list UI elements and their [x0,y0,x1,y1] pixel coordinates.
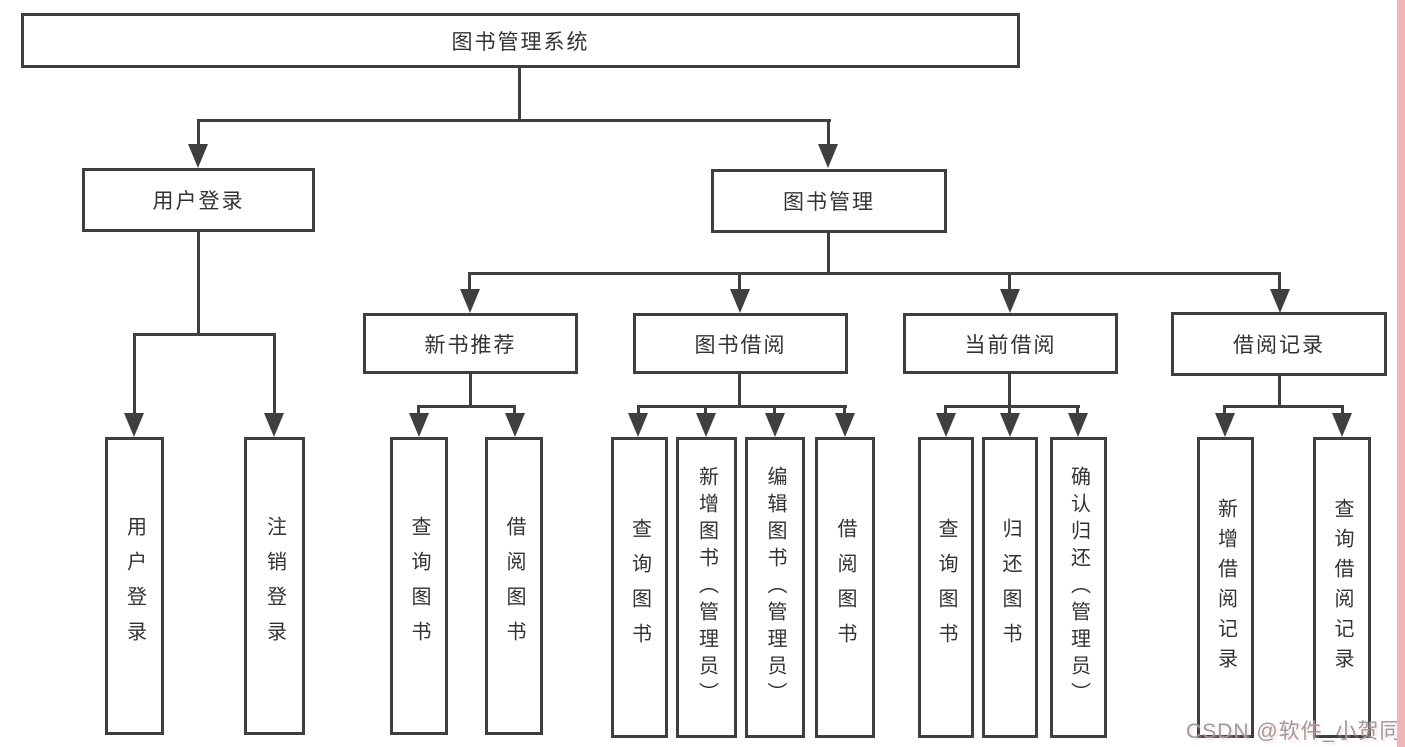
connector-drop-new-book-rec [468,273,471,291]
node-bb-edit-label: 编辑图书（管理员） [764,466,786,709]
node-book-mgmt: 图书管理 [711,169,947,233]
node-bb-add-label: 新增图书（管理员） [695,466,718,709]
connector-book-mgmt-stem [827,233,830,274]
node-borrow-record-label: 借阅记录 [1233,334,1325,357]
arrowhead-book-mgmt [818,144,838,168]
arrowhead-user-login [188,144,208,168]
node-cb-return-label: 归还图书 [999,517,1021,658]
connector-book-borrow-crossbar [637,405,847,408]
node-cb-query: 查询图书 [918,437,974,738]
node-bb-borrow: 借阅图书 [815,437,875,738]
connector-new-book-rec-crossbar [417,405,516,408]
connector-drop-nb-query [417,406,420,415]
node-root-label: 图书管理系统 [451,30,590,54]
connector-drop-current-borrow [1008,273,1011,291]
node-book-borrow: 图书借阅 [633,313,848,374]
node-br-add: 新增借阅记录 [1197,437,1254,738]
node-leaf-user-login: 用户登录 [105,437,164,735]
node-cb-return: 归还图书 [982,437,1038,738]
node-nb-borrow: 借阅图书 [485,437,543,735]
node-borrow-record: 借阅记录 [1171,312,1387,376]
node-current-borrow: 当前借阅 [903,313,1118,374]
csdn-watermark: CSDN @软件_小贺同学 [1186,720,1405,743]
arrowhead-bb-add [696,413,716,437]
node-root: 图书管理系统 [21,13,1020,68]
node-user-login-label: 用户登录 [152,190,245,213]
node-leaf-user-login-label: 用户登录 [123,516,146,656]
node-book-mgmt-label: 图书管理 [783,191,875,214]
arrowhead-bb-edit [765,413,785,437]
connector-drop-bb-edit [773,406,776,415]
node-cb-query-label: 查询图书 [935,517,957,658]
node-current-borrow-label: 当前借阅 [964,333,1057,357]
connector-drop-cb-return [1008,406,1011,415]
connector-drop-leaf-user-login [133,334,136,414]
node-leaf-logout: 注销登录 [244,437,305,735]
connector-drop-user-login [197,120,200,146]
node-new-book-rec: 新书推荐 [363,313,578,374]
connector-new-book-rec-stem [469,374,472,407]
arrowhead-leaf-user-login [124,413,144,437]
arrowhead-cb-return [1000,413,1020,437]
connector-drop-br-add [1223,406,1226,415]
node-leaf-logout-label: 注销登录 [263,516,286,656]
connector-drop-cb-query [944,406,947,415]
connector-borrow-record-stem [1278,374,1281,407]
connector-drop-br-query [1341,406,1344,415]
connector-book-mgmt-crossbar [468,272,1281,275]
arrowhead-bb-borrow [835,413,855,437]
node-book-borrow-label: 图书借阅 [694,333,787,357]
arrowhead-current-borrow [1000,289,1020,313]
arrowhead-nb-query [409,413,429,437]
connector-user-login-stem [197,232,200,335]
connector-drop-book-mgmt [827,120,830,146]
node-bb-borrow-label: 借阅图书 [834,517,856,658]
node-new-book-rec-label: 新书推荐 [424,333,517,357]
connector-drop-borrow-record [1278,273,1281,291]
node-bb-add: 新增图书（管理员） [676,437,737,738]
node-br-query-label: 查询借阅记录 [1331,497,1353,678]
connector-drop-bb-borrow [843,406,846,415]
arrowhead-br-query [1332,413,1352,437]
connector-drop-bb-add [704,406,707,415]
arrowhead-br-add [1215,413,1235,437]
arrowhead-new-book-rec [460,289,480,313]
node-cb-confirm-label: 确认归还（管理员） [1067,466,1090,709]
arrowhead-nb-borrow [505,413,525,437]
node-bb-edit: 编辑图书（管理员） [745,437,805,738]
connector-current-borrow-crossbar [944,405,1080,408]
node-br-query: 查询借阅记录 [1313,437,1371,738]
connector-book-borrow-stem [738,374,741,407]
node-br-add-label: 新增借阅记录 [1214,497,1237,678]
arrowhead-leaf-logout [264,413,284,437]
arrowhead-book-borrow [730,289,750,313]
connector-drop-leaf-logout [273,334,276,414]
arrowhead-borrow-record [1270,289,1290,313]
arrowhead-bb-query [628,413,648,437]
connector-drop-nb-borrow [513,406,516,415]
arrowhead-cb-query [936,413,956,437]
node-user-login: 用户登录 [82,168,315,232]
node-nb-borrow-label: 借阅图书 [503,516,525,656]
node-cb-confirm: 确认归还（管理员） [1050,437,1107,738]
connector-borrow-record-crossbar [1223,405,1344,408]
connector-root-stem [518,68,521,121]
connector-drop-bb-query [637,406,640,415]
connector-root-crossbar [197,119,831,122]
right-edge-strip [1397,0,1405,747]
node-bb-query-label: 查询图书 [628,517,651,658]
arrowhead-cb-confirm [1068,413,1088,437]
connector-drop-book-borrow [738,273,741,291]
connector-current-borrow-stem [1008,374,1011,407]
connector-user-login-crossbar [133,333,276,336]
node-nb-query: 查询图书 [390,437,448,735]
connector-drop-cb-confirm [1076,406,1079,415]
node-nb-query-label: 查询图书 [408,516,430,656]
node-bb-query: 查询图书 [611,437,668,738]
